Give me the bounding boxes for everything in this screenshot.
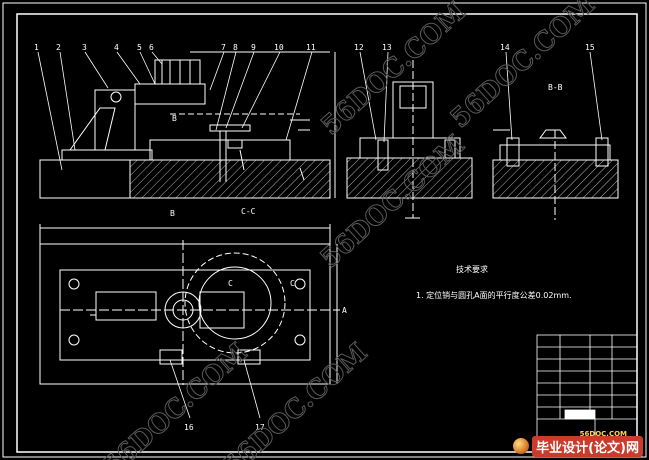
notes-line-1: 1. 定位销与圆孔A面的平行度公差0.02mm. <box>416 290 572 300</box>
mark-a: A <box>342 306 347 315</box>
side-view-leaders <box>359 51 389 143</box>
section-bb-label: B-B <box>548 83 563 92</box>
front-view <box>39 51 336 199</box>
callout-8: 8 <box>233 43 238 52</box>
top-view <box>39 224 340 385</box>
view-b-label: B <box>170 209 175 218</box>
section-bb-view <box>492 129 619 220</box>
watermark-1: 56DOC.COM <box>316 0 472 141</box>
notes-heading: 技术要求 <box>456 264 488 274</box>
brand-site-text: 56DOC.COM <box>579 430 627 438</box>
view-b-label-top: B <box>172 114 177 123</box>
callout-12: 12 <box>354 43 364 52</box>
brand-text: 毕业设计(论文)网 <box>532 435 643 457</box>
inner-border <box>16 13 638 453</box>
callout-16: 16 <box>184 423 194 432</box>
side-view <box>346 60 473 219</box>
brand-logo-area[interactable]: 毕业设计(论文)网 <box>513 435 643 457</box>
callout-9: 9 <box>251 43 256 52</box>
title-block <box>536 334 638 453</box>
callout-17: 17 <box>255 423 265 432</box>
top-view-leaders <box>169 359 261 419</box>
mark-c-left: C <box>228 279 233 288</box>
callout-7: 7 <box>221 43 226 52</box>
callout-5: 5 <box>137 43 142 52</box>
mark-c-right: C <box>290 279 295 288</box>
section-cc-label: C-C <box>241 207 256 216</box>
watermark-4: 56DOC.COM <box>98 337 254 460</box>
callout-14: 14 <box>500 43 510 52</box>
front-view-leaders <box>37 51 313 171</box>
brand-globe-icon <box>513 438 530 454</box>
callout-2: 2 <box>56 43 61 52</box>
callout-15: 15 <box>585 43 595 52</box>
watermark-3: 56DOC.COM <box>315 130 471 275</box>
callout-11: 11 <box>306 43 316 52</box>
callout-numbers: 1 2 3 4 5 6 7 8 9 10 11 12 13 14 15 16 1… <box>34 43 595 432</box>
callout-6: 6 <box>149 43 154 52</box>
callout-3: 3 <box>82 43 87 52</box>
callout-10: 10 <box>274 43 284 52</box>
callout-4: 4 <box>114 43 119 52</box>
callout-13: 13 <box>382 43 392 52</box>
callout-1: 1 <box>34 43 39 52</box>
section-bb-leaders <box>505 51 603 141</box>
